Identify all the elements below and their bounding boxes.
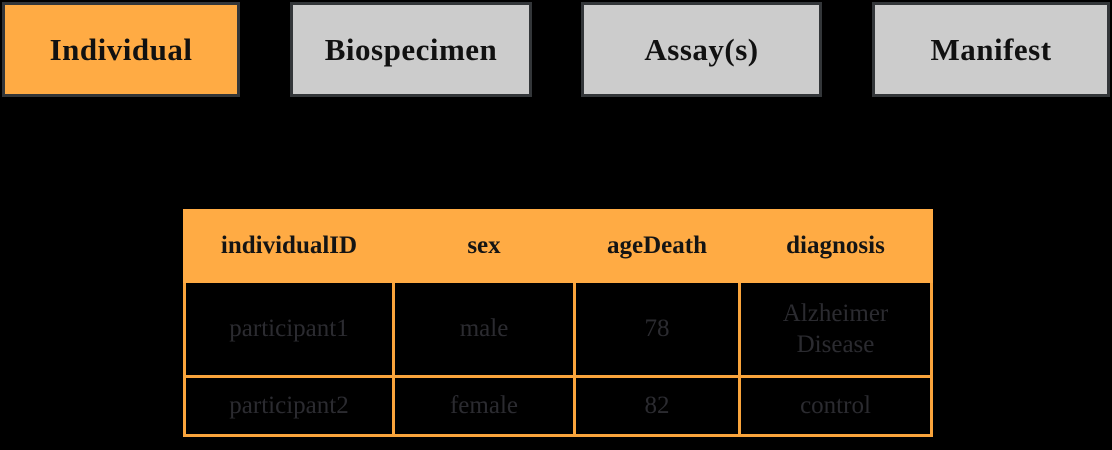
column-header-individualID: individualID <box>183 209 395 283</box>
cell-diagnosis: Alzheimer Disease <box>738 280 933 378</box>
tab-manifest[interactable]: Manifest <box>872 2 1110 97</box>
cell-ageDeath: 78 <box>573 280 741 378</box>
cell-individualID: participant1 <box>183 280 395 378</box>
cell-ageDeath: 82 <box>573 375 741 437</box>
tab-biospecimen[interactable]: Biospecimen <box>290 2 532 97</box>
cell-individualID: participant2 <box>183 375 395 437</box>
table-row: participant1 male 78 Alzheimer Disease <box>183 280 933 378</box>
table-row: participant2 female 82 control <box>183 375 933 437</box>
individual-metadata-table: individualID sex ageDeath diagnosis part… <box>183 209 933 437</box>
column-header-ageDeath: ageDeath <box>573 209 741 283</box>
column-header-diagnosis: diagnosis <box>738 209 933 283</box>
cell-diagnosis: control <box>738 375 933 437</box>
column-header-sex: sex <box>392 209 576 283</box>
tab-assays[interactable]: Assay(s) <box>581 2 822 97</box>
cell-sex: female <box>392 375 576 437</box>
cell-sex: male <box>392 280 576 378</box>
table-header: individualID sex ageDeath diagnosis <box>183 209 933 283</box>
tab-individual[interactable]: Individual <box>2 2 240 97</box>
